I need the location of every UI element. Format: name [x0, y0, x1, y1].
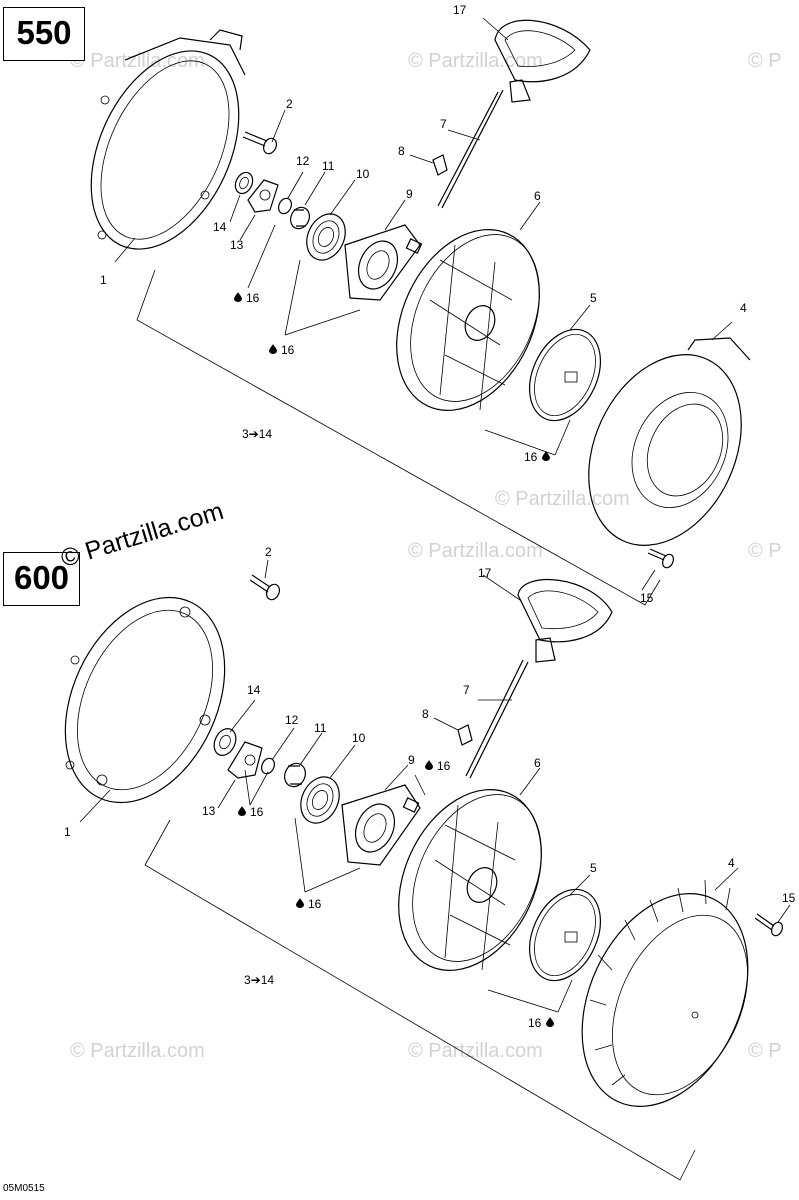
starter-cover-part-4 [581, 879, 749, 1107]
callout: 16 [250, 805, 264, 819]
rope-part-7 [437, 89, 504, 209]
callout: 17 [453, 3, 467, 17]
washer-part-14 [234, 171, 254, 195]
lubricant-drop-icon [425, 760, 433, 770]
rope-pulley-part-6 [396, 229, 540, 411]
watermark: © Partzilla.com [70, 50, 205, 72]
model-600-label: 600 [3, 552, 80, 606]
callout: 10 [352, 731, 366, 745]
callout: 7 [440, 117, 447, 131]
plate-part-13 [247, 179, 279, 213]
callout: 5 [590, 861, 597, 875]
callout: 11 [314, 721, 327, 735]
callout: 9 [408, 753, 415, 767]
callout: 2 [286, 97, 293, 111]
watermark: © Partzilla.com [495, 488, 630, 510]
watermark: © Partzilla.com [408, 540, 543, 562]
bolt-part-15 [647, 548, 675, 569]
watermark: © P [748, 540, 782, 562]
ratchet-part-9 [344, 224, 423, 301]
bottom-assembly [64, 559, 791, 1181]
callout: 8 [422, 707, 429, 721]
bolt-part-15 [754, 913, 784, 937]
rope-pulley-part-6 [398, 789, 542, 971]
bushing-part-11 [290, 206, 310, 230]
diagram-reference-code: 05M0515 [3, 1183, 45, 1194]
range-bracket [144, 819, 696, 1181]
lubricant-drop-icon [296, 898, 304, 908]
lubricant-drop-icon [269, 344, 277, 354]
plate-part-13 [227, 741, 263, 779]
callout: 14 [247, 683, 261, 697]
callout: 15 [782, 891, 796, 905]
callout: 3➔14 [242, 427, 272, 441]
bolt-part-2 [249, 574, 281, 601]
rope-guide-part-8 [457, 724, 473, 746]
callout: 16 [524, 450, 538, 464]
callout: 12 [285, 713, 299, 727]
callout: 11 [322, 159, 335, 173]
starter-housing-part-1 [64, 596, 226, 804]
washer-part-12 [277, 197, 293, 215]
callout: 16 [437, 759, 451, 773]
watermark: © Partzilla.com [70, 1040, 205, 1062]
watermark: © Partzilla.com [408, 50, 543, 72]
callout: 14 [213, 220, 227, 234]
watermark: © P [748, 1040, 782, 1062]
callout: 16 [308, 897, 322, 911]
lubricant-drop-icon [234, 292, 242, 302]
washer-part-12 [260, 757, 276, 775]
watermark: © P [748, 50, 782, 72]
callout: 6 [534, 189, 541, 203]
lubricant-drop-icon [238, 806, 246, 816]
callout: 16 [281, 343, 295, 357]
callout: 13 [230, 238, 244, 252]
top-assembly [90, 17, 751, 606]
callout: 10 [356, 167, 370, 181]
bushing-part-11 [284, 762, 306, 788]
callout: 16 [246, 291, 260, 305]
callout: 6 [534, 756, 541, 770]
callout: 17 [478, 566, 492, 580]
rope-guide-part-8 [432, 154, 448, 176]
watermark: © Partzilla.com [408, 1040, 543, 1062]
range-bracket [136, 269, 661, 606]
top-callouts: 17 2 7 8 12 11 10 9 6 14 13 1 5 4 16 16 … [100, 3, 747, 605]
callout: 9 [406, 187, 413, 201]
recoil-spring-part-5 [529, 328, 601, 422]
callout: 5 [590, 291, 597, 305]
bottom-callouts: 2 17 14 7 8 12 11 10 9 16 6 13 16 1 5 4 … [64, 545, 796, 1030]
callout: 8 [398, 144, 405, 158]
callout: 15 [640, 591, 654, 605]
recoil-spring-part-5 [529, 888, 601, 982]
callout: 13 [202, 804, 216, 818]
ratchet-part-9 [341, 784, 421, 866]
model-550-label: 550 [3, 7, 85, 61]
callout: 16 [528, 1016, 542, 1030]
rope-part-7 [465, 659, 529, 779]
callout: 7 [463, 683, 470, 697]
callout: 3➔14 [244, 973, 274, 987]
spring-part-10 [300, 776, 340, 824]
callout: 1 [100, 273, 107, 287]
handle-part-17 [517, 578, 613, 663]
starter-housing-part-1 [90, 29, 246, 250]
callout: 12 [296, 154, 310, 168]
bolt-part-2 [242, 131, 278, 155]
lubricant-drop-icon [546, 1017, 554, 1027]
callout: 2 [265, 545, 272, 559]
callout: 4 [728, 856, 735, 870]
callout: 4 [740, 301, 747, 315]
spring-part-10 [306, 213, 346, 261]
starter-cover-part-4 [588, 337, 751, 546]
callout: 1 [64, 825, 71, 839]
washer-part-14 [213, 728, 237, 756]
handle-part-17 [494, 19, 591, 103]
